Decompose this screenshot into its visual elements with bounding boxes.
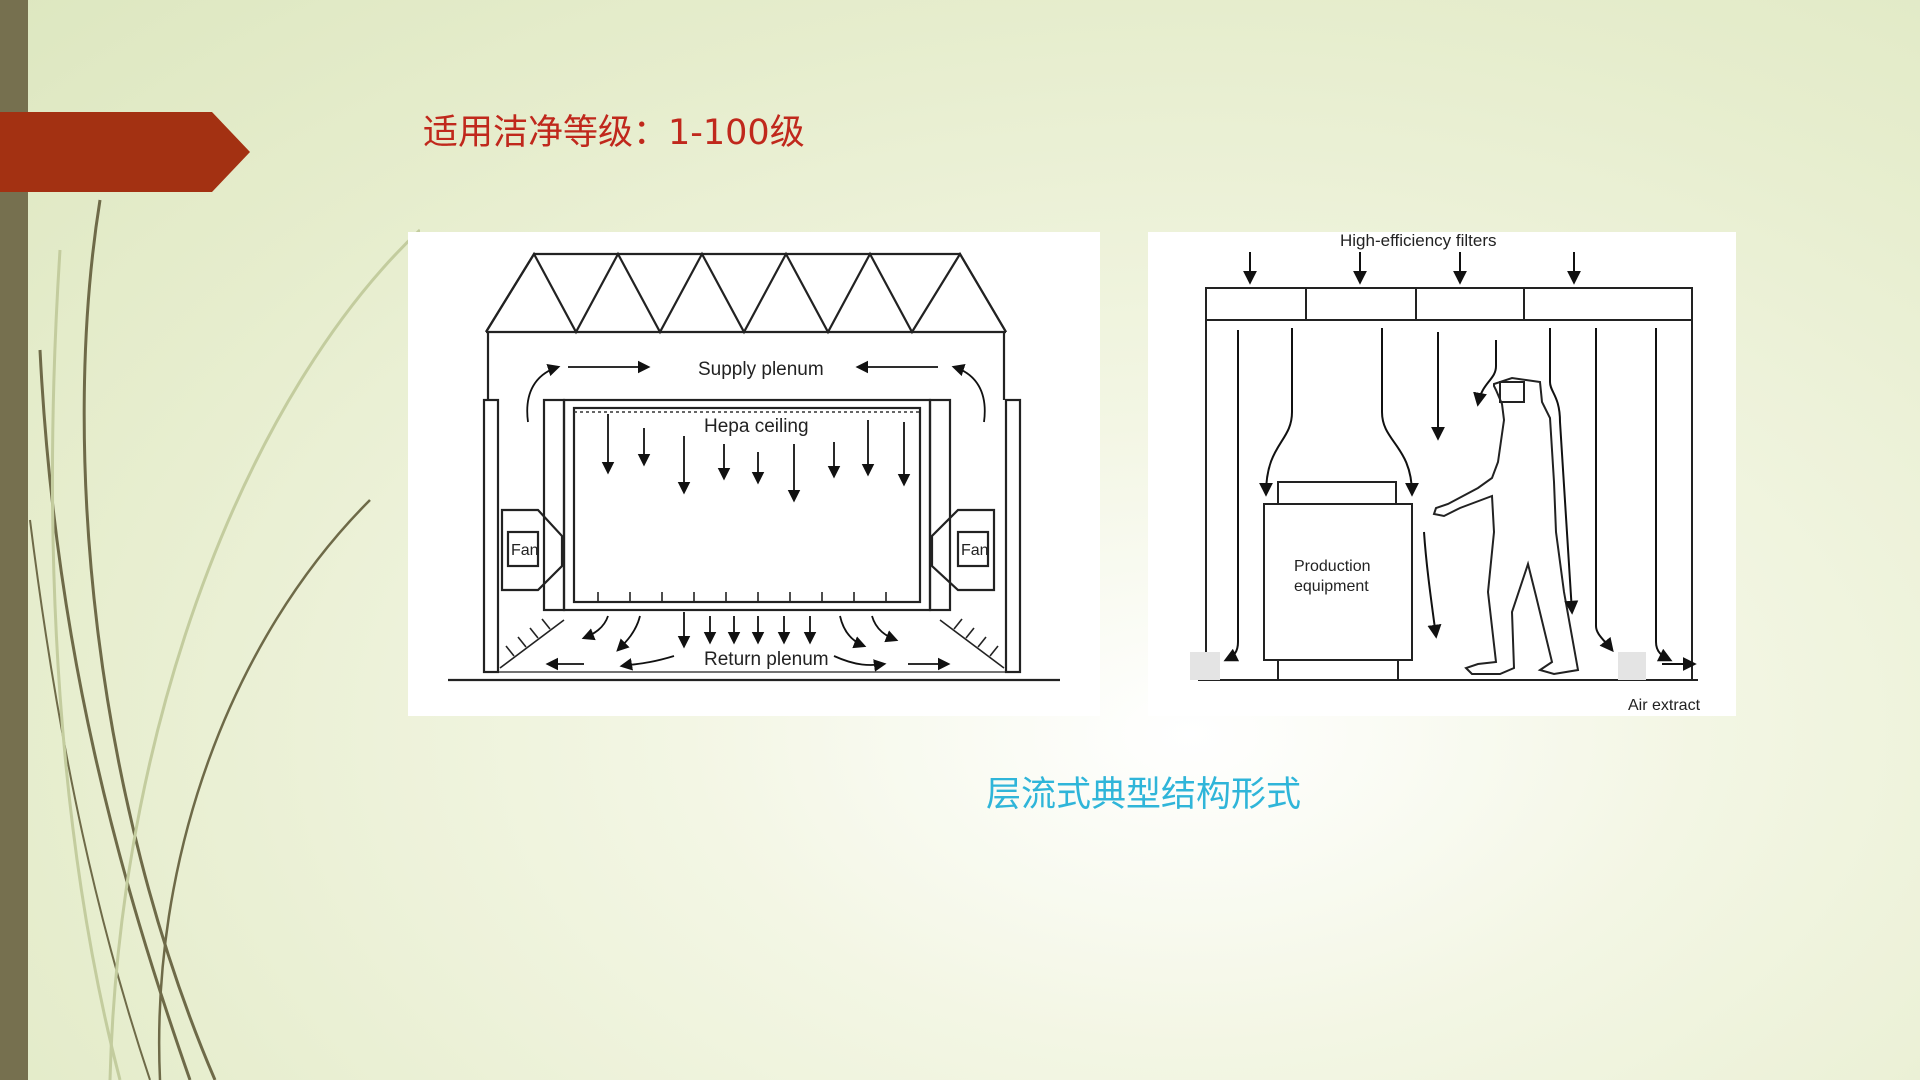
supply-plenum-label: Supply plenum <box>698 359 824 380</box>
hepa-ceiling-label: Hepa ceiling <box>704 416 809 437</box>
return-plenum-label: Return plenum <box>704 649 829 670</box>
figure-caption: 层流式典型结构形式 <box>986 775 1302 815</box>
title-ribbon <box>0 112 250 192</box>
decorative-curves <box>29 199 420 1080</box>
production-equipment-label-line1: Production <box>1294 558 1371 575</box>
fan-left-label: Fan <box>511 542 539 559</box>
production-equipment-label-line2: equipment <box>1294 578 1369 595</box>
slide-title: 适用洁净等级：1-100级 <box>423 113 805 153</box>
air-extract-label: Air extract <box>1628 697 1701 714</box>
high-efficiency-filters-label: High-efficiency filters <box>1340 232 1497 250</box>
fan-right-label: Fan <box>961 542 989 559</box>
cleanroom-airflow-diagram: High-efficiency filters Production equip… <box>1148 232 1736 716</box>
laminar-flow-room-diagram: Supply plenum Hepa ceiling Return plenum… <box>408 232 1100 716</box>
